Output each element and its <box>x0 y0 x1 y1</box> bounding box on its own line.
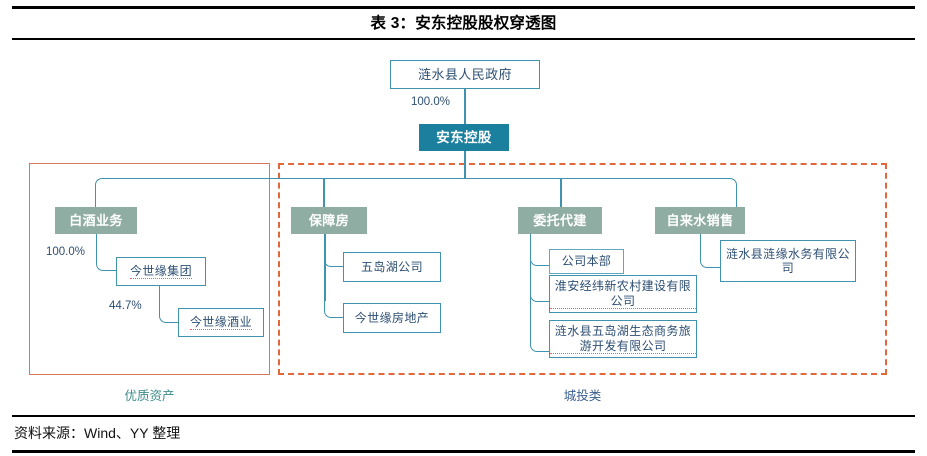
node-lianshui-wudaohu-tourism[interactable]: 涟水县五岛湖生态商务旅游开发有限公司 <box>549 320 697 358</box>
node-jinshiyuan-group-label: 今世缘集团 <box>129 263 192 280</box>
frame-label-urban-investment: 城投类 <box>563 389 602 403</box>
connector-root-stem <box>464 151 466 178</box>
connector-bus-drop-agency <box>560 178 562 208</box>
node-jinshiyuan-realestate[interactable]: 今世缘房地产 <box>343 303 441 333</box>
connector-housing-to-realestate <box>324 234 344 318</box>
node-huaian-jingwei[interactable]: 淮安经纬新农村建设有限公司 <box>549 275 697 313</box>
connector-gov-to-root <box>464 89 466 124</box>
node-root-andong-holding[interactable]: 安东控股 <box>419 124 509 151</box>
title-rule-bottom <box>12 38 915 40</box>
node-company-headquarters[interactable]: 公司本部 <box>549 249 624 274</box>
source-footer: 资料来源：Wind、YY 整理 <box>14 425 181 441</box>
percent-liquor-to-group: 100.0% <box>46 246 86 258</box>
node-lianshui-lianyuan-water[interactable]: 涟水县涟缘水务有限公司 <box>720 240 856 282</box>
connector-water-to-lianyuan <box>700 234 721 268</box>
connector-bus-left <box>95 178 465 208</box>
node-segment-water[interactable]: 自来水销售 <box>655 207 745 234</box>
connector-bus-drop-housing <box>323 178 325 208</box>
frame-label-quality-assets: 优质资产 <box>124 389 175 403</box>
node-segment-housing[interactable]: 保障房 <box>291 207 367 234</box>
page-title: 表 3：安东控股股权穿透图 <box>370 15 557 32</box>
footer-rule-bottom <box>12 450 915 453</box>
node-segment-agency[interactable]: 委托代建 <box>518 207 602 234</box>
connector-group-to-liquor-co <box>159 286 179 323</box>
node-jinshiyuan-liquor[interactable]: 今世缘酒业 <box>178 308 264 337</box>
percent-group-to-liquor-co: 44.7% <box>109 300 142 312</box>
connector-liquor-to-group <box>96 234 117 271</box>
frame-urban-investment <box>278 163 887 375</box>
frame-quality-assets <box>29 163 270 375</box>
node-government[interactable]: 涟水县人民政府 <box>390 60 540 89</box>
footer-rule-top <box>12 415 915 417</box>
percent-gov-to-root: 100.0% <box>411 96 451 108</box>
node-segment-liquor[interactable]: 白酒业务 <box>55 207 137 234</box>
title-rule-top <box>12 6 915 9</box>
node-lianshui-wudaohu-tourism-label: 涟水县五岛湖生态商务旅游开发有限公司 <box>550 324 696 354</box>
node-huaian-jingwei-label: 淮安经纬新农村建设有限公司 <box>550 279 696 309</box>
node-jinshiyuan-liquor-label: 今世缘酒业 <box>189 314 252 331</box>
node-wudaohu-company[interactable]: 五岛湖公司 <box>343 252 441 282</box>
connector-bus-right <box>463 178 737 208</box>
node-jinshiyuan-group[interactable]: 今世缘集团 <box>116 257 206 286</box>
connector-agency-to-tourism <box>530 234 550 352</box>
